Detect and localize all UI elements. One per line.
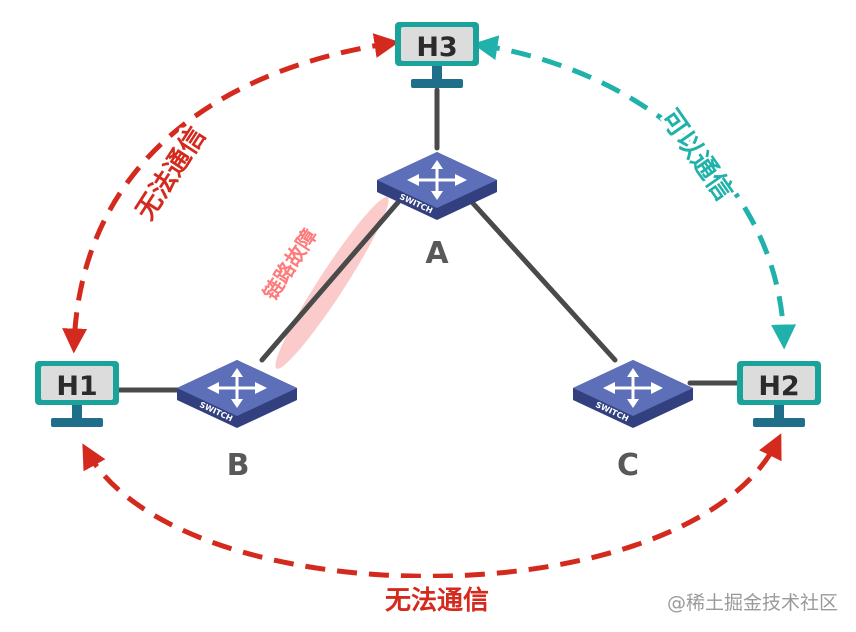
arc-h3-h1-fail	[62, 33, 400, 354]
watermark: @稀土掘金技术社区	[667, 592, 838, 614]
switch-c-letter: C	[617, 448, 639, 483]
host-h3: H3	[395, 22, 479, 88]
switch-b-letter: B	[227, 448, 250, 483]
switch-c: SWITCH	[571, 358, 695, 430]
label-h1-h2: 无法通信	[385, 586, 489, 616]
host-h1-label: H1	[56, 371, 97, 402]
arc-h1-h2-fail	[82, 433, 782, 579]
host-h1: H1	[35, 361, 119, 427]
host-h2: H2	[737, 361, 821, 427]
arc-h3-h2-ok	[472, 35, 797, 350]
label-h3-h2: 可以通信	[654, 104, 738, 206]
link-a-c	[467, 197, 618, 363]
host-h2-label: H2	[758, 371, 799, 402]
host-h3-label: H3	[416, 32, 457, 63]
switch-a-letter: A	[425, 236, 449, 271]
switch-b: SWITCH	[175, 358, 299, 430]
